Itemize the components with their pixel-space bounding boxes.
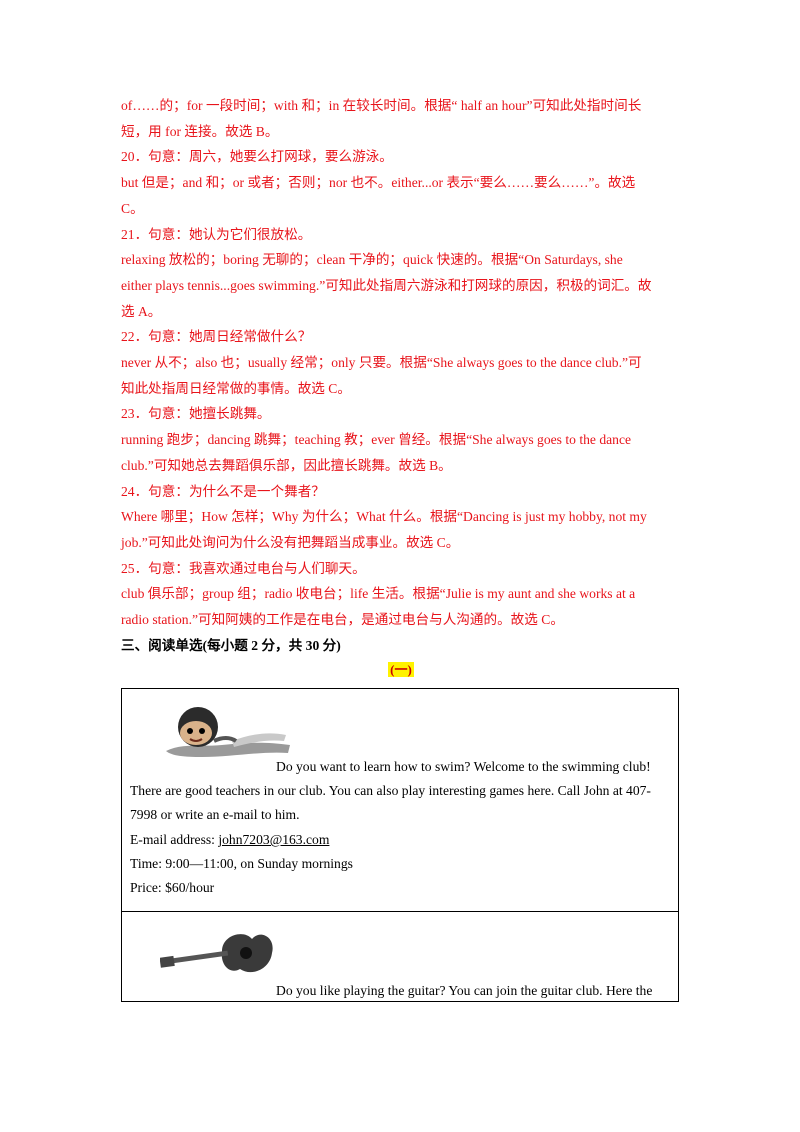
section-heading: 三、阅读单选(每小题 2 分，共 30 分) (121, 637, 341, 653)
answer-line: 短，用 for 连接。故选 B。 (121, 123, 279, 139)
answer-line: 24．句意：为什么不是一个舞者？ (121, 483, 325, 499)
email-label: E-mail address: (130, 832, 219, 847)
swim-time: Time: 9:00—11:00, on Sunday mornings (130, 856, 353, 871)
answer-line: of……的；for 一段时间；with 和；in 在较长时间。根据“ half … (121, 98, 642, 113)
answer-line: 21．句意：她认为它们很放松。 (121, 226, 312, 242)
subsection-label: (一) (121, 660, 681, 680)
answer-line: 选 A。 (121, 303, 162, 319)
swim-price: Price: $60/hour (130, 880, 215, 895)
answer-line: 22．句意：她周日经常做什么？ (121, 329, 312, 345)
swimmer-icon (166, 707, 290, 757)
guitar-icon (160, 934, 273, 973)
subsection-text: (一) (388, 662, 414, 678)
email-link[interactable]: john7203@163.com (218, 832, 330, 847)
answer-line: 20．句意：周六，她要么打网球，要么游泳。 (121, 149, 393, 165)
answer-line: 知此处指周日经常做的事情。故选 C。 (121, 380, 351, 396)
answer-line: club.”可知她总去舞蹈俱乐部，因此擅长跳舞。故选 B。 (121, 457, 452, 473)
answer-line: running 跑步；dancing 跳舞；teaching 教；ever 曾经… (121, 432, 632, 448)
answer-line: club 俱乐部；group 组；radio 收电台；life 生活。根据“Ju… (121, 586, 636, 602)
answer-line: but 但是；and 和；or 或者；否则；nor 也不。either...or… (121, 175, 636, 191)
answer-line: 23．句意：她擅长跳舞。 (121, 406, 271, 422)
answer-line: 25．句意：我喜欢通过电台与人们聊天。 (121, 560, 366, 576)
answer-line: Where 哪里；How 怎样；Why 为什么；What 什么。根据“Danci… (121, 509, 647, 525)
answer-line: job.”可知此处询问为什么没有把舞蹈当成事业。故选 C。 (121, 534, 460, 550)
guitar-intro: Do you like playing the guitar? You can … (276, 983, 653, 998)
swim-teachers: There are good teachers in our club. You… (130, 783, 651, 798)
answer-line: C。 (121, 200, 144, 216)
swimming-club-cell: Do you want to learn how to swim? Welcom… (122, 689, 678, 912)
answer-line: relaxing 放松的；boring 无聊的；clean 干净的；quick … (121, 252, 623, 268)
swim-email-line: E-mail address: john7203@163.com (130, 828, 329, 852)
swim-intro: Do you want to learn how to swim? Welcom… (276, 759, 651, 774)
answer-line: never 从不；also 也；usually 经常；only 只要。根据“Sh… (121, 355, 642, 371)
answer-line: radio station.”可知阿姨的工作是在电台，是通过电台与人沟通的。故选… (121, 612, 564, 628)
guitar-club-cell: Do you like playing the guitar? You can … (122, 911, 678, 1001)
reading-table: Do you want to learn how to swim? Welcom… (121, 688, 679, 1002)
answer-line: either plays tennis...goes swimming.”可知此… (121, 277, 652, 293)
swim-contact: 7998 or write an e-mail to him. (130, 807, 300, 822)
answer-explanations: of……的；for 一段时间；with 和；in 在较长时间。根据“ half … (121, 93, 681, 680)
